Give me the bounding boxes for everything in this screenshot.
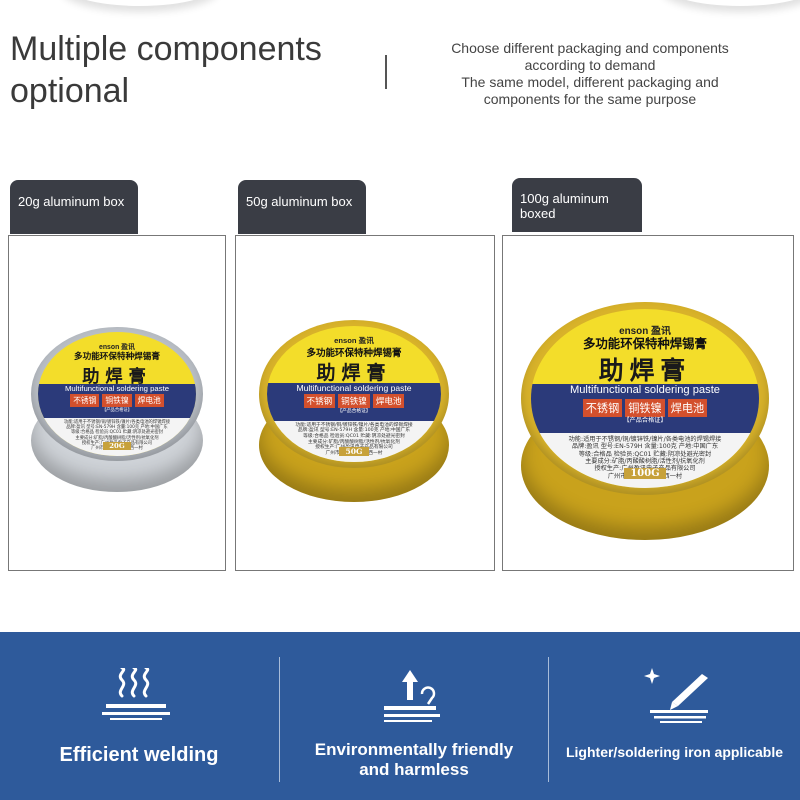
heat-waves-icon bbox=[102, 668, 170, 720]
lid-label: enson 盈讯 多功能环保特种焊锡膏 助焊膏 Multifunctional … bbox=[37, 332, 197, 457]
page-title: Multiple components optional bbox=[10, 28, 370, 112]
lid-big-title: 助焊膏 bbox=[598, 356, 692, 386]
tin-image: enson 盈讯 多功能环保特种焊锡膏 助焊膏 Multifunctional … bbox=[259, 320, 449, 510]
lid-cert: 【产品合格证】 bbox=[337, 409, 371, 415]
material-pill: 铜铁镍 bbox=[102, 394, 132, 408]
lid-cert: 【产品合格证】 bbox=[623, 417, 667, 425]
fine-line: 主要成分:矿脂/丙酸酸树脂/活性剂/抗氧化剂 bbox=[585, 458, 705, 466]
fine-line: 品牌:盈讯 型号:EN-579H 含量:100克 产地:中国广东 bbox=[571, 443, 719, 451]
material-pill: 不锈钢 bbox=[303, 394, 336, 409]
feature-label: Efficient welding bbox=[59, 744, 219, 766]
weight-value: 20G bbox=[103, 442, 131, 451]
decorative-arc-right bbox=[660, 0, 800, 6]
material-pill: 不锈钢 bbox=[582, 398, 623, 417]
lid-weight: 100G bbox=[531, 467, 759, 479]
title-divider bbox=[385, 55, 387, 89]
lid-english-name: Multifunctional soldering paste bbox=[569, 383, 721, 396]
fine-line: 功能:适用于不锈钢/铜/镀锌铁/镍片/各类电池的焊锡焊接 bbox=[63, 420, 171, 426]
subtitle-line: according to demand bbox=[524, 57, 656, 73]
product-tag-label: 50g aluminum box bbox=[246, 194, 353, 209]
tin-lid: enson 盈讯 多功能环保特种焊锡膏 助焊膏 Multifunctional … bbox=[521, 301, 769, 496]
soldering-iron-icon bbox=[644, 668, 708, 723]
lid-cn-title: 多功能环保特种焊锡膏 bbox=[583, 336, 707, 352]
material-pill: 铜铁镍 bbox=[625, 398, 665, 417]
material-pill: 焊电池 bbox=[667, 398, 708, 417]
brand-logo: enson 盈讯 bbox=[99, 343, 135, 351]
feature-label-line: and harmless bbox=[359, 760, 469, 779]
lid-material-pills: 不锈钢 铜铁镍 焊电池 bbox=[38, 394, 196, 408]
tin-image: enson 盈讯 多功能环保特种焊锡膏 助焊膏 Multifunctional … bbox=[521, 301, 769, 550]
tin-lid: enson 盈讯 多功能环保特种焊锡膏 助焊膏 Multifunctional … bbox=[259, 320, 449, 469]
feature-label: Environmentally friendly and harmless bbox=[280, 740, 548, 780]
fine-line: 等级:合格品 检验员:QC01 贮藏:阴凉处避光密封 bbox=[303, 433, 405, 439]
product-tag-label: boxed bbox=[520, 206, 556, 221]
product-card-100g: enson 盈讯 多功能环保特种焊锡膏 助焊膏 Multifunctional … bbox=[502, 235, 794, 571]
feature-label: Lighter/soldering iron applicable bbox=[565, 744, 784, 760]
page-title-line-2: optional bbox=[10, 72, 130, 110]
fine-line: 功能:适用于不锈钢/铜/镀锌铁/镍片/各类电池的焊锡焊接 bbox=[568, 435, 722, 443]
lid-english-name: Multifunctional soldering paste bbox=[296, 382, 412, 393]
decorative-arc-left bbox=[60, 0, 220, 6]
subtitle: Choose different packaging and component… bbox=[410, 40, 770, 108]
product-tag-label: 100g aluminum bbox=[520, 191, 609, 206]
lid-cn-title: 多功能环保特种焊锡膏 bbox=[306, 347, 402, 359]
material-pill: 焊电池 bbox=[134, 394, 164, 408]
weight-value: 50G bbox=[339, 447, 369, 457]
lid-weight: 50G bbox=[267, 447, 442, 457]
arrow-up-layers-icon bbox=[384, 670, 440, 722]
feature-separator bbox=[279, 657, 280, 782]
subtitle-line: Choose different packaging and component… bbox=[451, 40, 729, 56]
product-card-20g: enson 盈讯 多功能环保特种焊锡膏 助焊膏 Multifunctional … bbox=[8, 235, 226, 571]
lid-material-pills: 不锈钢 铜铁镍 焊电池 bbox=[531, 398, 759, 417]
lid-english-name: Multifunctional soldering paste bbox=[64, 383, 170, 393]
feature-environmentally-friendly: Environmentally friendly and harmless bbox=[280, 632, 548, 800]
product-tag-100g: 100g aluminum boxed bbox=[512, 178, 642, 232]
feature-lighter-iron: Lighter/soldering iron applicable bbox=[549, 632, 800, 800]
product-card-50g: enson 盈讯 多功能环保特种焊锡膏 助焊膏 Multifunctional … bbox=[235, 235, 495, 571]
lid-weight: 20G bbox=[38, 442, 196, 451]
feature-separator bbox=[548, 657, 549, 782]
lid-cert: 【产品合格证】 bbox=[101, 408, 133, 414]
weight-value: 100G bbox=[624, 467, 666, 479]
tin-lid: enson 盈讯 多功能环保特种焊锡膏 助焊膏 Multifunctional … bbox=[31, 327, 203, 462]
lid-big-title: 助焊膏 bbox=[316, 361, 392, 384]
brand-logo: enson 盈讯 bbox=[619, 325, 671, 337]
material-pill: 焊电池 bbox=[372, 394, 405, 409]
fine-line: 等级:合格品 检验员:QC01 贮藏:阴凉处避光密封 bbox=[578, 450, 712, 458]
lid-cn-title: 多功能环保特种焊锡膏 bbox=[74, 351, 160, 362]
brand-logo: enson 盈讯 bbox=[334, 336, 374, 346]
fine-line: 品牌:盈讯 型号:EN-579H 含量:100克 产地:中国广东 bbox=[297, 428, 411, 434]
fine-line: 主要成分:矿脂/丙酸酸树脂/活性剂/抗氧化剂 bbox=[75, 435, 159, 441]
lid-big-title: 助焊膏 bbox=[82, 366, 152, 387]
feature-efficient-welding: Efficient welding bbox=[0, 632, 278, 800]
product-tag-label: 20g aluminum box bbox=[18, 194, 125, 209]
page-title-line-1: Multiple components bbox=[10, 30, 322, 68]
lid-label: enson 盈讯 多功能环保特种焊锡膏 助焊膏 Multifunctional … bbox=[530, 309, 760, 488]
lid-label: enson 盈讯 多功能环保特种焊锡膏 助焊膏 Multifunctional … bbox=[266, 325, 442, 463]
subtitle-line: The same model, different packaging and bbox=[461, 74, 719, 90]
fine-line: 等级:合格品 检验员:QC01 贮藏:阴凉处避光密封 bbox=[71, 430, 163, 436]
fine-line: 品牌:盈讯 型号:EN-579H 含量:100克 产地:中国广东 bbox=[66, 425, 168, 431]
lid-material-pills: 不锈钢 铜铁镍 焊电池 bbox=[267, 394, 442, 409]
fine-line: 主要成分:矿脂/丙酸酸树脂/活性剂/抗氧化剂 bbox=[308, 439, 400, 445]
fine-line: 功能:适用于不锈钢/铜/镀锌铁/镍片/各类电池的焊锡焊接 bbox=[295, 422, 413, 428]
subtitle-line: components for the same purpose bbox=[483, 91, 697, 107]
feature-label-line: Environmentally friendly bbox=[314, 740, 514, 759]
product-tag-20g: 20g aluminum box bbox=[10, 180, 138, 234]
material-pill: 铜铁镍 bbox=[338, 394, 370, 409]
product-tag-50g: 50g aluminum box bbox=[238, 180, 366, 234]
tin-image: enson 盈讯 多功能环保特种焊锡膏 助焊膏 Multifunctional … bbox=[31, 327, 203, 499]
features-band: Efficient welding Environmentally friend… bbox=[0, 632, 800, 800]
material-pill: 不锈钢 bbox=[70, 394, 100, 408]
